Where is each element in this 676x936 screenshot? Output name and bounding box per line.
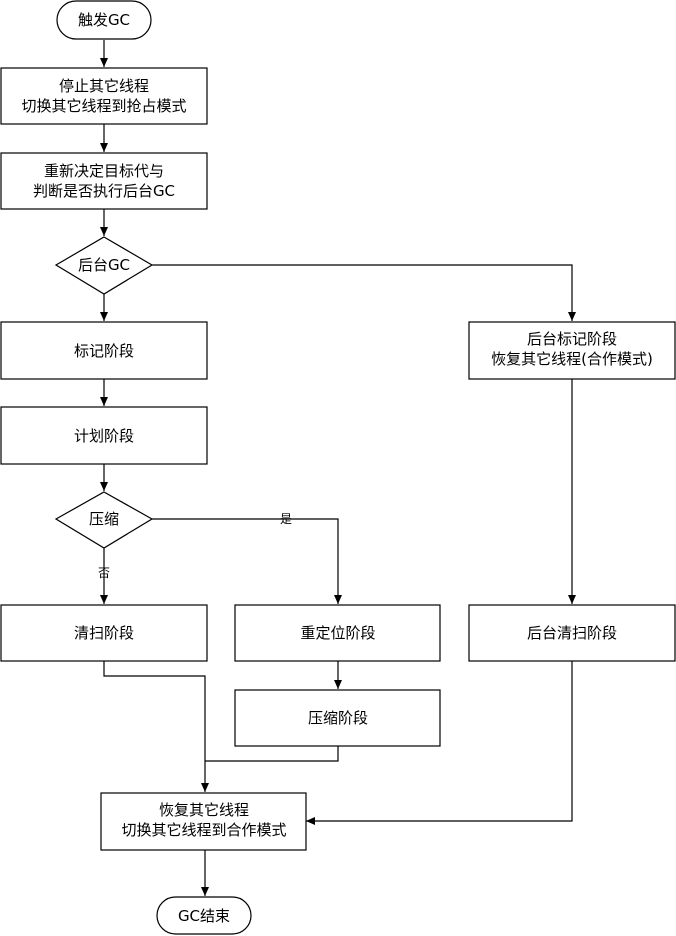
bg-sweep-label: 后台清扫阶段 bbox=[527, 624, 617, 642]
compact-diamond: 压缩 bbox=[54, 491, 154, 549]
start-label: 触发GC bbox=[78, 11, 130, 29]
edge-compactdecision-to-relocate bbox=[152, 518, 342, 604]
start-terminal: 触发GC bbox=[56, 0, 152, 40]
decide-line1: 重新决定目标代与 bbox=[44, 162, 164, 180]
bg-sweep-box: 后台清扫阶段 bbox=[468, 604, 676, 662]
stop-threads-line1: 停止其它线程 bbox=[59, 77, 149, 95]
end-terminal: GC结束 bbox=[156, 896, 252, 935]
edge-bgdecision-to-bgmark bbox=[152, 264, 576, 321]
edge-label-yes: 是 bbox=[280, 512, 292, 526]
relocate-box: 重定位阶段 bbox=[234, 604, 441, 662]
end-label: GC结束 bbox=[178, 907, 230, 925]
bg-gc-label: 后台GC bbox=[78, 256, 130, 274]
mark-label: 标记阶段 bbox=[74, 342, 134, 360]
plan-box: 计划阶段 bbox=[0, 406, 208, 465]
compact-box: 压缩阶段 bbox=[234, 689, 441, 747]
stop-threads-box: 停止其它线程 切换其它线程到抢占模式 bbox=[0, 67, 208, 125]
relocate-label: 重定位阶段 bbox=[300, 624, 375, 642]
decide-line2: 判断是否执行后台GC bbox=[33, 182, 175, 200]
compact-label: 压缩阶段 bbox=[308, 709, 368, 727]
resume-box: 恢复其它线程 切换其它线程到合作模式 bbox=[100, 792, 307, 851]
resume-line2: 切换其它线程到合作模式 bbox=[121, 821, 286, 839]
sweep-label: 清扫阶段 bbox=[74, 624, 134, 642]
edge-sweep-to-resume bbox=[103, 661, 209, 792]
bg-mark-box: 后台标记阶段 恢复其它线程(合作模式) bbox=[468, 321, 676, 380]
resume-line1: 恢复其它线程 bbox=[159, 801, 249, 819]
mark-box: 标记阶段 bbox=[0, 321, 208, 380]
plan-label: 计划阶段 bbox=[74, 427, 134, 445]
sweep-box: 清扫阶段 bbox=[0, 604, 208, 662]
edges bbox=[100, 40, 576, 896]
bg-mark-line2: 恢复其它线程(合作模式) bbox=[491, 350, 653, 368]
bg-gc-diamond: 后台GC bbox=[54, 236, 154, 295]
edge-compact-to-resume bbox=[205, 746, 339, 762]
stop-threads-line2: 切换其它线程到抢占模式 bbox=[21, 97, 186, 115]
compact-decision-label: 压缩 bbox=[89, 510, 119, 528]
decide-box: 重新决定目标代与 判断是否执行后台GC bbox=[0, 152, 208, 210]
edge-label-no: 否 bbox=[98, 566, 110, 580]
bg-mark-line1: 后台标记阶段 bbox=[527, 330, 617, 348]
edge-bgsweep-to-resume bbox=[306, 661, 573, 825]
